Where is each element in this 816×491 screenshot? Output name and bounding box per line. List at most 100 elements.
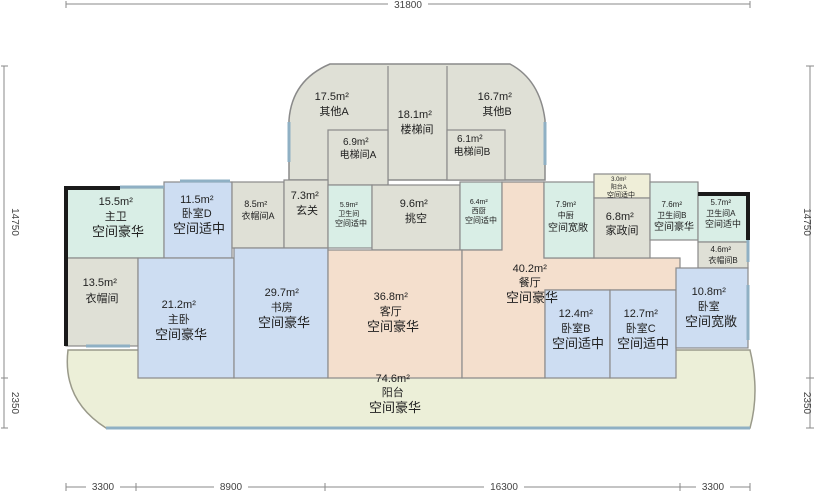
dim-top-total: 31800 <box>394 0 422 11</box>
label-foyer: 7.3m² 玄关 <box>291 186 324 217</box>
room-bath-a <box>697 193 749 243</box>
dim-right-1: 14750 <box>801 208 812 236</box>
bed-d-name: 卧室D <box>182 206 212 220</box>
room-void <box>371 184 461 251</box>
kitchen-area: 7.9m² <box>556 200 577 209</box>
other-a-area: 17.5m² <box>315 91 350 103</box>
bed-b-grade: 空间适中 <box>552 336 604 351</box>
living-area: 36.8m² <box>374 291 409 303</box>
label-balcony-a: 3.0m² 阳台A 空间适中 <box>607 168 635 199</box>
label-dining: 40.2m² 餐厅 空间豪华 <box>506 259 558 305</box>
study-area: 29.7m² <box>265 287 300 299</box>
label-closet: 13.5m² 衣帽间 <box>83 273 122 305</box>
room-labels: 17.5m² 其他A 18.1m² 楼梯间 16.7m² 其他B 6.9m² 电… <box>83 87 741 415</box>
room-kitchen <box>543 181 595 259</box>
kitchen-grade: 空间宽敞 <box>548 221 588 234</box>
dim-bottom-2: 8900 <box>220 482 243 491</box>
master-bath-area: 15.5m² <box>99 196 134 208</box>
room-maid <box>593 197 651 259</box>
closet-a-name: 衣帽间A <box>241 210 274 221</box>
label-master-bed: 21.2m² 主卧 空间豪华 <box>155 295 207 342</box>
label-maid: 6.8m² 家政间 <box>606 207 639 237</box>
elevator-b-name: 电梯间B <box>454 145 491 158</box>
room-closet-a <box>231 181 285 249</box>
bedroom-name: 卧室 <box>698 299 720 313</box>
foyer-area: 7.3m² <box>291 190 319 202</box>
label-other-a: 17.5m² 其他A <box>315 87 354 118</box>
room-bed-d <box>163 181 233 259</box>
bedroom-area: 10.8m² <box>692 286 727 298</box>
label-void: 9.6m² 挑空 <box>400 194 433 225</box>
master-bed-name: 主卧 <box>168 313 190 326</box>
study-grade: 空间豪华 <box>258 315 310 330</box>
room-closet <box>65 257 139 347</box>
foyer-name: 玄关 <box>296 203 318 217</box>
master-bed-grade: 空间豪华 <box>155 327 207 342</box>
exterior-walls <box>64 122 750 348</box>
label-other-b: 16.7m² 其他B <box>478 87 517 118</box>
label-elevator-b: 6.1m² 电梯间B <box>454 129 491 158</box>
label-wc: 5.9m² 卫生间 空间适中 <box>335 194 367 228</box>
balcony-area: 74.6m² <box>376 373 411 385</box>
label-closet-b: 4.6m² 衣帽间B <box>708 239 737 265</box>
label-bed-b: 12.4m² 卧室B 空间适中 <box>552 304 604 351</box>
balcony-grade: 空间豪华 <box>369 400 421 415</box>
room-master-bath <box>65 187 165 259</box>
label-balcony: 74.6m² 阳台 空间豪华 <box>369 369 421 415</box>
dim-bottom-3: 16300 <box>490 482 518 491</box>
other-b-name: 其他B <box>482 105 511 118</box>
bath-b-area: 7.6m² <box>662 200 683 209</box>
dining-name: 餐厅 <box>519 275 541 289</box>
room-elevator-a <box>327 129 389 186</box>
other-b-area: 16.7m² <box>478 91 513 103</box>
maid-area: 6.8m² <box>606 211 634 223</box>
room-study <box>233 247 329 379</box>
top-block-shape <box>288 63 546 181</box>
bed-d-area: 11.5m² <box>180 194 214 206</box>
elevator-a-area: 6.9m² <box>343 137 369 148</box>
label-kitchen: 7.9m² 中厨 空间宽敞 <box>548 194 588 234</box>
bed-b-area: 12.4m² <box>559 308 594 320</box>
wc-area: 5.9m² <box>340 202 359 209</box>
label-closet-a: 8.5m² 衣帽间A <box>241 194 274 221</box>
dim-right-2: 2350 <box>801 392 812 415</box>
label-study: 29.7m² 书房 空间豪华 <box>258 283 310 330</box>
balcony-a-name: 阳台A <box>611 183 627 191</box>
balcony-a-area: 3.0m² <box>611 177 626 183</box>
dim-bottom-4: 3300 <box>702 482 725 491</box>
rooms <box>65 66 749 379</box>
stair-area: 18.1m² <box>398 109 433 121</box>
other-a-name: 其他A <box>319 105 349 118</box>
wc-name: 卫生间 <box>338 209 359 218</box>
closet-area: 13.5m² <box>83 277 118 289</box>
closet-b-name: 衣帽间B <box>708 255 737 265</box>
kitchen-name: 中厨 <box>558 210 574 220</box>
void-area: 9.6m² <box>400 198 428 210</box>
elevator-b-area: 6.1m² <box>457 134 483 145</box>
maid-name: 家政间 <box>606 223 639 237</box>
bed-d-grade: 空间适中 <box>173 221 225 236</box>
dining-area: 40.2m² <box>513 263 548 275</box>
bath-b-name: 卫生间B <box>657 210 686 220</box>
bedroom-grade: 空间宽敞 <box>685 314 737 329</box>
closet-name: 衣帽间 <box>86 291 119 305</box>
void-name: 挑空 <box>405 211 427 225</box>
master-bath-grade: 空间豪华 <box>92 224 144 239</box>
bed-c-name: 卧室C <box>626 321 656 335</box>
balcony-name: 阳台 <box>382 385 404 399</box>
stair-name: 楼梯间 <box>401 122 434 136</box>
room-bedroom <box>675 267 749 349</box>
living-name: 客厅 <box>380 304 402 318</box>
closet-a-area: 8.5m² <box>244 199 267 209</box>
bed-c-grade: 空间适中 <box>617 336 669 351</box>
label-stair: 18.1m² 楼梯间 <box>398 105 437 136</box>
label-master-bath: 15.5m² 主卫 空间豪华 <box>92 192 144 239</box>
master-bed-area: 21.2m² <box>162 299 197 311</box>
room-foyer <box>283 179 329 249</box>
room-bath-b <box>649 181 699 241</box>
west-kitchen-name: 西厨 <box>472 207 486 215</box>
label-west-kitchen: 6.4m² 西厨 空间适中 <box>465 191 497 225</box>
bed-b-name: 卧室B <box>561 321 590 335</box>
label-bath-b: 7.6m² 卫生间B 空间豪华 <box>654 194 694 233</box>
